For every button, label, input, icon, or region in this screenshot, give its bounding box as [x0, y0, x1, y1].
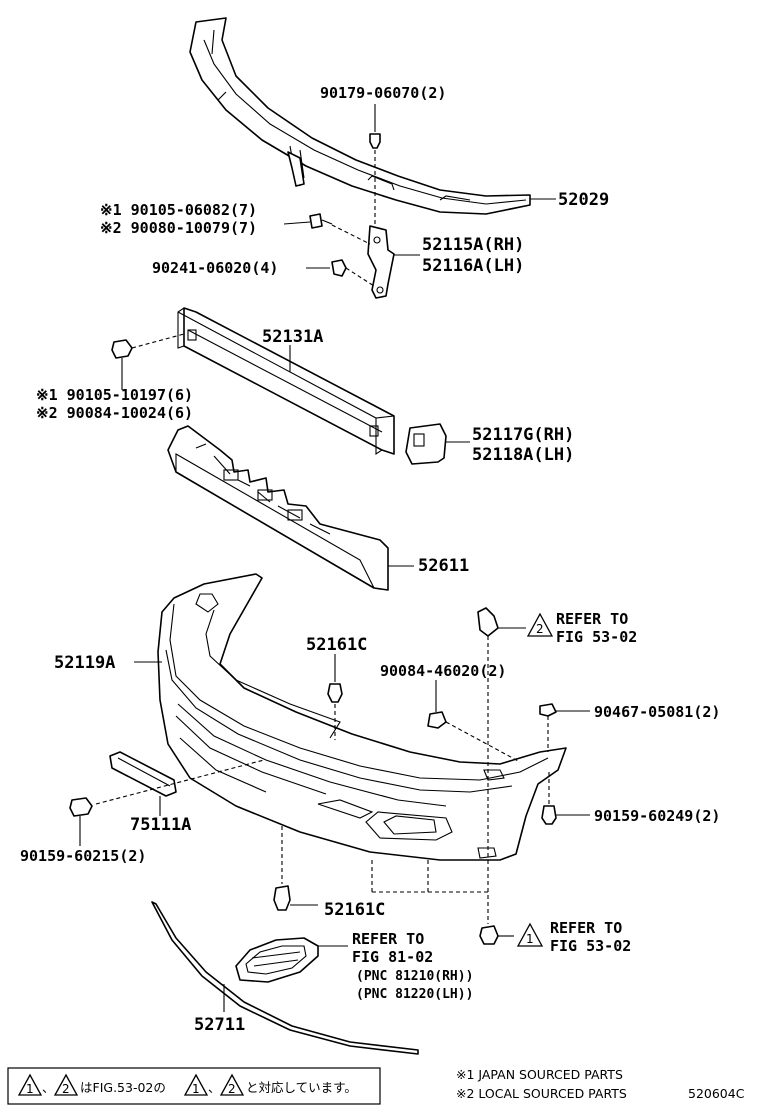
label-52131A: 52131A: [262, 327, 323, 347]
clip-refer-53-02-top: [477, 607, 526, 924]
legend-triangle-1-icon: [17, 1073, 43, 1096]
screw-90159-60215: [69, 797, 93, 846]
bottom-connectors: [281, 826, 488, 893]
clip-refer-53-02-bottom: [479, 925, 514, 945]
clip-90467: [539, 703, 590, 752]
pnc-81220: (PNC 81220(LH)): [356, 987, 473, 1002]
clip-90084-46020: [427, 680, 521, 763]
legend-tri-2-number: 2: [62, 1082, 70, 1096]
fig-53-02-bottom: FIG 53-02: [550, 937, 631, 955]
label-52118A: 52118A(LH): [472, 445, 574, 465]
label-52119A: 52119A: [54, 653, 115, 673]
legend-japanese-note: はFIG.53-02の: [80, 1080, 166, 1095]
legend-triangle-2b-icon: [219, 1073, 245, 1096]
absorber-52611: [167, 425, 414, 591]
reinforcement-52131A: [177, 307, 395, 456]
label-52115A: 52115A(RH): [422, 235, 524, 255]
legend-sep-2: 、: [208, 1080, 221, 1095]
label-90080-10079: ※2 90080-10079(7): [100, 219, 257, 237]
legend-local-sourced: ※2 LOCAL SOURCED PARTS: [456, 1086, 627, 1101]
plate-75111A: [95, 751, 265, 816]
legend-triangle-2-icon: [53, 1073, 79, 1096]
label-52711: 52711: [194, 1015, 245, 1035]
bolt-90105-06082: [309, 213, 371, 245]
legend-japan-sourced: ※1 JAPAN SOURCED PARTS: [456, 1067, 623, 1082]
clip-90179: [369, 104, 381, 232]
pnc-81210: (PNC 81210(RH)): [356, 969, 473, 984]
label-90105-10197: ※1 90105-10197(6): [36, 386, 193, 404]
label-52116A: 52116A(LH): [422, 256, 524, 276]
legend-sep-1: 、: [42, 1080, 55, 1095]
nut-90241: [306, 259, 375, 287]
bracket-52117G: [405, 423, 470, 465]
label-52117G: 52117G(RH): [472, 425, 574, 445]
molding-52711: [151, 901, 419, 1055]
legend-triangle-1b-icon: [183, 1073, 209, 1096]
label-75111A: 75111A: [130, 815, 191, 835]
label-90084-46020: 90084-46020(2): [380, 662, 506, 680]
refer-to-bottom: REFER TO: [550, 919, 622, 937]
label-52611: 52611: [418, 556, 469, 576]
label-90105-06082: ※1 90105-06082(7): [100, 201, 257, 219]
bolt-90105-10197: [111, 333, 185, 390]
label-90084-10024: ※2 90084-10024(6): [36, 404, 193, 422]
legend-tri-2b-number: 2: [228, 1082, 236, 1096]
legend-tri-1b-number: 1: [192, 1082, 200, 1096]
figure-code: 520604C: [688, 1086, 745, 1101]
label-90467: 90467-05081(2): [594, 703, 720, 721]
label-90159-60215: 90159-60215(2): [20, 847, 146, 865]
refer-to-top: REFER TO: [556, 610, 628, 628]
triangle-2-icon: [526, 612, 554, 637]
fig-53-02-top: FIG 53-02: [556, 628, 637, 646]
triangle-1-icon: [516, 922, 544, 947]
triangle-1-number: 1: [526, 932, 534, 946]
fog-lamp-cover: [235, 937, 348, 983]
fig-81-02: FIG 81-02: [352, 948, 433, 966]
clip-52161C-bottom: [273, 885, 318, 911]
legend-box: 1 、 2 はFIG.53-02の 1 、 2 と対応しています。: [7, 1067, 381, 1105]
label-90159-60249: 90159-60249(2): [594, 807, 720, 825]
triangle-2-number: 2: [536, 622, 544, 636]
screw-90159-60249: [541, 772, 590, 825]
refer-to-fog: REFER TO: [352, 930, 424, 948]
label-52161C-top: 52161C: [306, 635, 367, 655]
clip-52161C-top: [327, 654, 343, 740]
legend-tri-1-number: 1: [26, 1082, 34, 1096]
label-90241: 90241-06020(4): [152, 259, 278, 277]
label-52029: 52029: [558, 190, 609, 210]
bracket-52115A: [367, 225, 420, 299]
legend-japanese-note-end: と対応しています。: [246, 1080, 357, 1095]
label-90179: 90179-06070(2): [320, 84, 446, 102]
bumper-cover-52119A: [134, 573, 567, 861]
upper-support-52029: [189, 17, 531, 215]
label-52161C-bottom: 52161C: [324, 900, 385, 920]
